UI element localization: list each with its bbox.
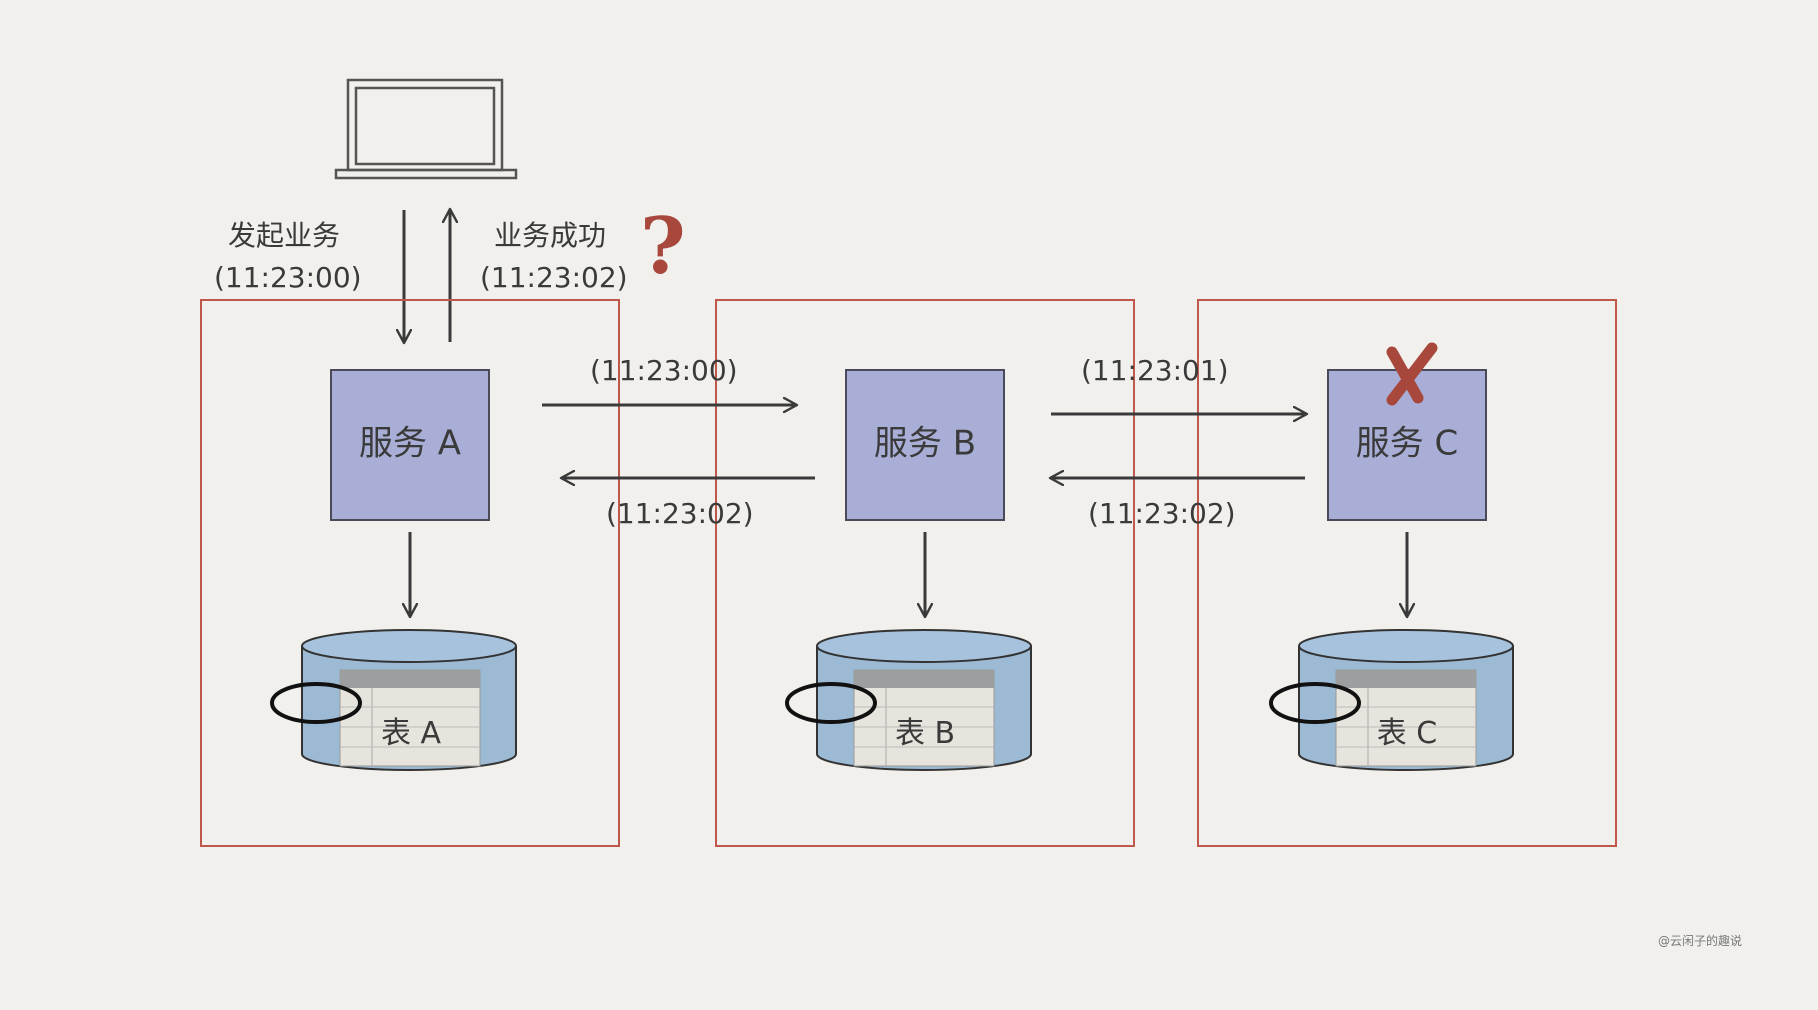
watermark: @云闲子的趣说 (1658, 934, 1743, 948)
table-a-label: 表 A (380, 716, 442, 751)
table-b-label: 表 B (894, 716, 956, 751)
client-response-time: (11:23:02) (480, 261, 628, 294)
service-c-box (1327, 369, 1487, 521)
service-a-boundary (200, 299, 620, 847)
service-b-boundary (715, 299, 1135, 847)
table-a-record-marker (270, 682, 362, 724)
database-c-icon (1269, 629, 1514, 771)
laptop-icon (334, 78, 518, 180)
client-request-time: (11:23:00) (214, 261, 362, 294)
service-a-box (330, 369, 490, 521)
b-to-c-request-time: (11:23:01) (1081, 354, 1229, 387)
service-a-label: 服务 A (358, 423, 462, 464)
database-b-icon (785, 629, 1032, 771)
client-request-label: 发起业务 (228, 219, 341, 252)
question-mark-icon: ? (640, 201, 686, 292)
failure-x-icon (1386, 342, 1438, 406)
service-c-label: 服务 C (1355, 423, 1459, 464)
b-to-a-response-time: (11:23:02) (606, 497, 754, 530)
service-b-label: 服务 B (873, 423, 977, 464)
database-a-icon (270, 629, 517, 771)
client-response-label: 业务成功 (494, 219, 607, 252)
service-c-boundary (1197, 299, 1617, 847)
a-to-b-request-time: (11:23:00) (590, 354, 738, 387)
table-c-label: 表 C (1376, 716, 1438, 751)
table-c-record-marker (1269, 682, 1361, 724)
service-b-box (845, 369, 1005, 521)
c-to-b-response-time: (11:23:02) (1088, 497, 1236, 530)
table-b-record-marker (785, 682, 877, 724)
